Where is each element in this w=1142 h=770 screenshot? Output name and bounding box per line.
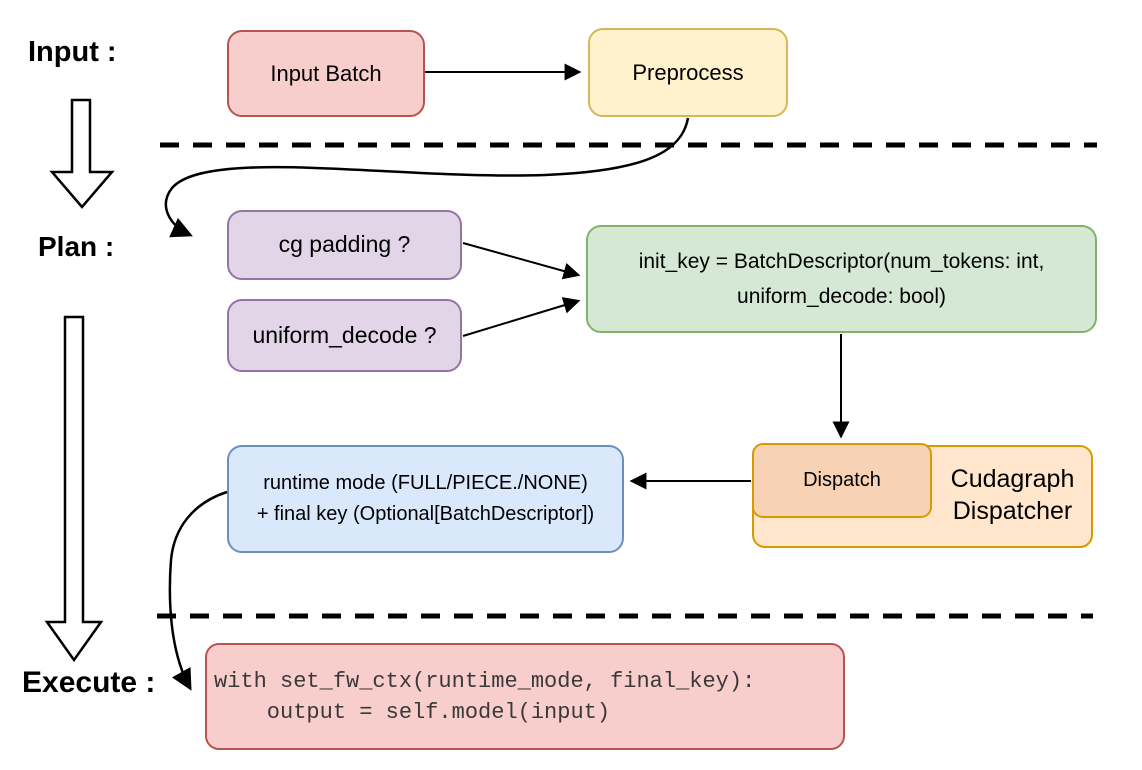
stage-label-input: Input : [28, 36, 117, 68]
node-uniform-decode: uniform_decode ? [227, 299, 462, 372]
node-input-batch-label: Input Batch [270, 60, 382, 86]
node-cudagraph-dispatcher-label: Cudagraph Dispatcher [932, 445, 1093, 545]
node-init-key: init_key = BatchDescriptor(num_tokens: i… [586, 225, 1097, 333]
node-uniform-decode-label: uniform_decode ? [252, 321, 437, 348]
node-runtime-mode: runtime mode (FULL/PIECE./NONE) + final … [227, 445, 624, 553]
cudagraph-label-line2: Dispatcher [952, 497, 1073, 525]
node-init-key-line2: uniform_decode: bool) [737, 285, 946, 308]
node-preprocess-label: Preprocess [632, 59, 744, 85]
code-line1: with set_fw_ctx(runtime_mode, final_key)… [214, 668, 756, 694]
arrow-cgpadding-to-initkey [462, 242, 581, 280]
node-runtime-line2: + final key (Optional[BatchDescriptor]) [256, 503, 595, 525]
block-arrow-input-to-plan [49, 98, 115, 209]
node-preprocess: Preprocess [588, 28, 788, 117]
node-execute-code: with set_fw_ctx(runtime_mode, final_key)… [205, 643, 845, 750]
node-dispatch-label: Dispatch [803, 469, 881, 491]
code-line2: output = self.model(input) [214, 699, 611, 725]
stage-label-execute: Execute : [22, 666, 156, 699]
node-dispatch: Dispatch [752, 443, 932, 518]
node-init-key-line1: init_key = BatchDescriptor(num_tokens: i… [638, 250, 1045, 273]
arrow-uniformdecode-to-initkey [462, 297, 581, 337]
cudagraph-label-line1: Cudagraph [950, 465, 1075, 493]
block-arrow-plan-to-execute [44, 315, 104, 663]
node-runtime-line1: runtime mode (FULL/PIECE./NONE) [263, 472, 588, 494]
node-input-batch: Input Batch [227, 30, 425, 117]
stage-label-plan: Plan : [38, 231, 115, 262]
node-cg-padding-label: cg padding ? [278, 231, 411, 258]
node-cg-padding: cg padding ? [227, 210, 462, 280]
